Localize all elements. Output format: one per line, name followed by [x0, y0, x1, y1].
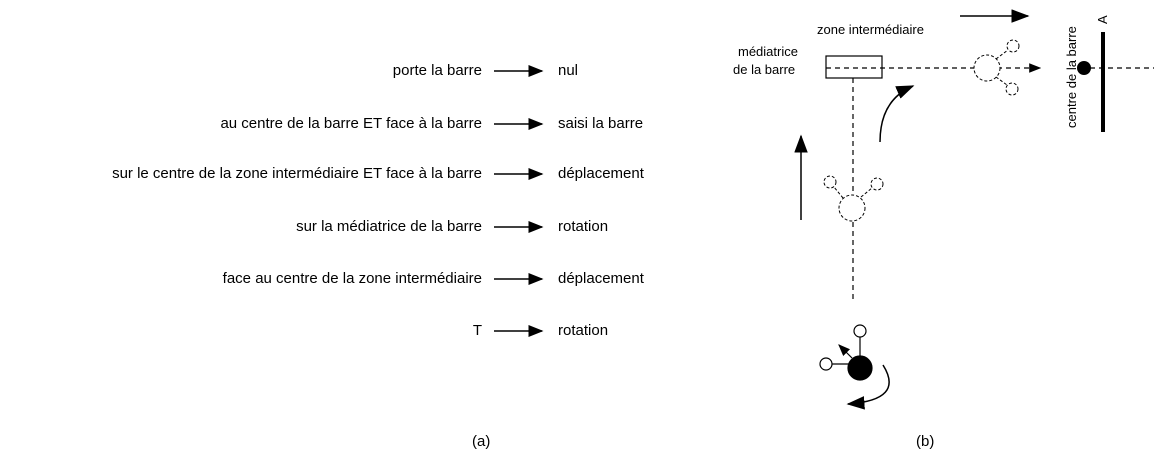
bar-centre-dot: [1077, 61, 1091, 75]
intermediate-zone-box: [825, 55, 883, 79]
rule-action: déplacement: [558, 270, 644, 287]
rule-action: nul: [558, 62, 579, 79]
mediatrice-label-1: médiatrice: [738, 44, 798, 59]
robot-rotation-arrow: [846, 364, 890, 410]
centre-label: centre de la barre: [1064, 26, 1079, 128]
rule-action: rotation: [558, 322, 609, 339]
rule-condition: sur la médiatrice de la barre: [296, 218, 482, 235]
robot-start: [819, 324, 873, 381]
ghost-robot-horizontal: [973, 39, 1020, 96]
turn-arrow: [879, 85, 915, 143]
rule-condition: porte la barre: [392, 62, 482, 79]
caption-a: (a): [472, 433, 491, 450]
rule-condition: sur le centre de la zone intermédiaire E…: [112, 165, 482, 182]
bar-label: A: [1095, 15, 1110, 24]
caption-b: (b): [916, 433, 935, 450]
rule-condition: T: [472, 322, 482, 339]
zone-label: zone intermédiaire: [817, 22, 924, 37]
rule-action: déplacement: [558, 165, 644, 182]
rule-action: saisi la barre: [558, 115, 644, 132]
rule-arrows: [494, 65, 544, 337]
rule-condition: face au centre de la zone intermédiaire: [222, 270, 482, 287]
rule-action: rotation: [558, 218, 609, 235]
mediatrice-label-2: de la barre: [733, 62, 795, 77]
ghost-robot-vertical: [823, 175, 884, 222]
rule-condition: au centre de la barre ET face à la barre: [220, 115, 482, 132]
